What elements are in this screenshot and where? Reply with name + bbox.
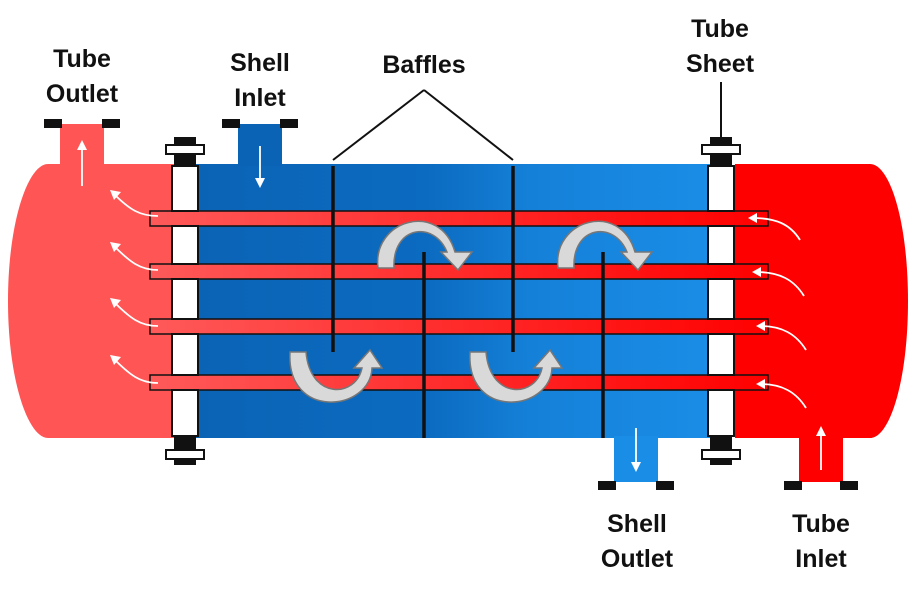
tube <box>149 318 769 335</box>
baffles-callout <box>332 89 514 161</box>
shell-body <box>196 119 710 490</box>
label-shell-inlet: Shell Inlet <box>180 46 340 116</box>
label-line: Inlet <box>234 84 286 112</box>
label-tube-outlet: Tube Outlet <box>2 42 162 112</box>
straight-arrow-icon <box>81 146 822 470</box>
label-line: Tube <box>53 45 111 73</box>
label-line: Inlet <box>795 545 847 573</box>
label-line: Tube <box>792 510 850 538</box>
label-line: Sheet <box>685 50 755 78</box>
label-tube-sheet: Tube Sheet <box>640 12 800 82</box>
label-line: Outlet <box>45 80 119 108</box>
label-line: Tube <box>691 15 749 43</box>
label-line: Shell <box>230 49 290 77</box>
curved-flow-arrow-icon <box>289 220 654 403</box>
label-baffles: Baffles <box>344 48 504 83</box>
label-line: Outlet <box>600 545 674 573</box>
baffles <box>331 166 605 438</box>
right-tube-sheet <box>701 137 741 465</box>
label-line: Baffles <box>382 51 466 79</box>
label-shell-outlet: Shell Outlet <box>557 507 717 577</box>
tube <box>149 374 769 391</box>
tube <box>149 210 769 227</box>
label-tube-inlet: Tube Inlet <box>741 507 901 577</box>
left-tube-sheet <box>165 137 205 465</box>
arrowhead-icon <box>77 140 826 472</box>
label-line: Shell <box>607 510 667 538</box>
